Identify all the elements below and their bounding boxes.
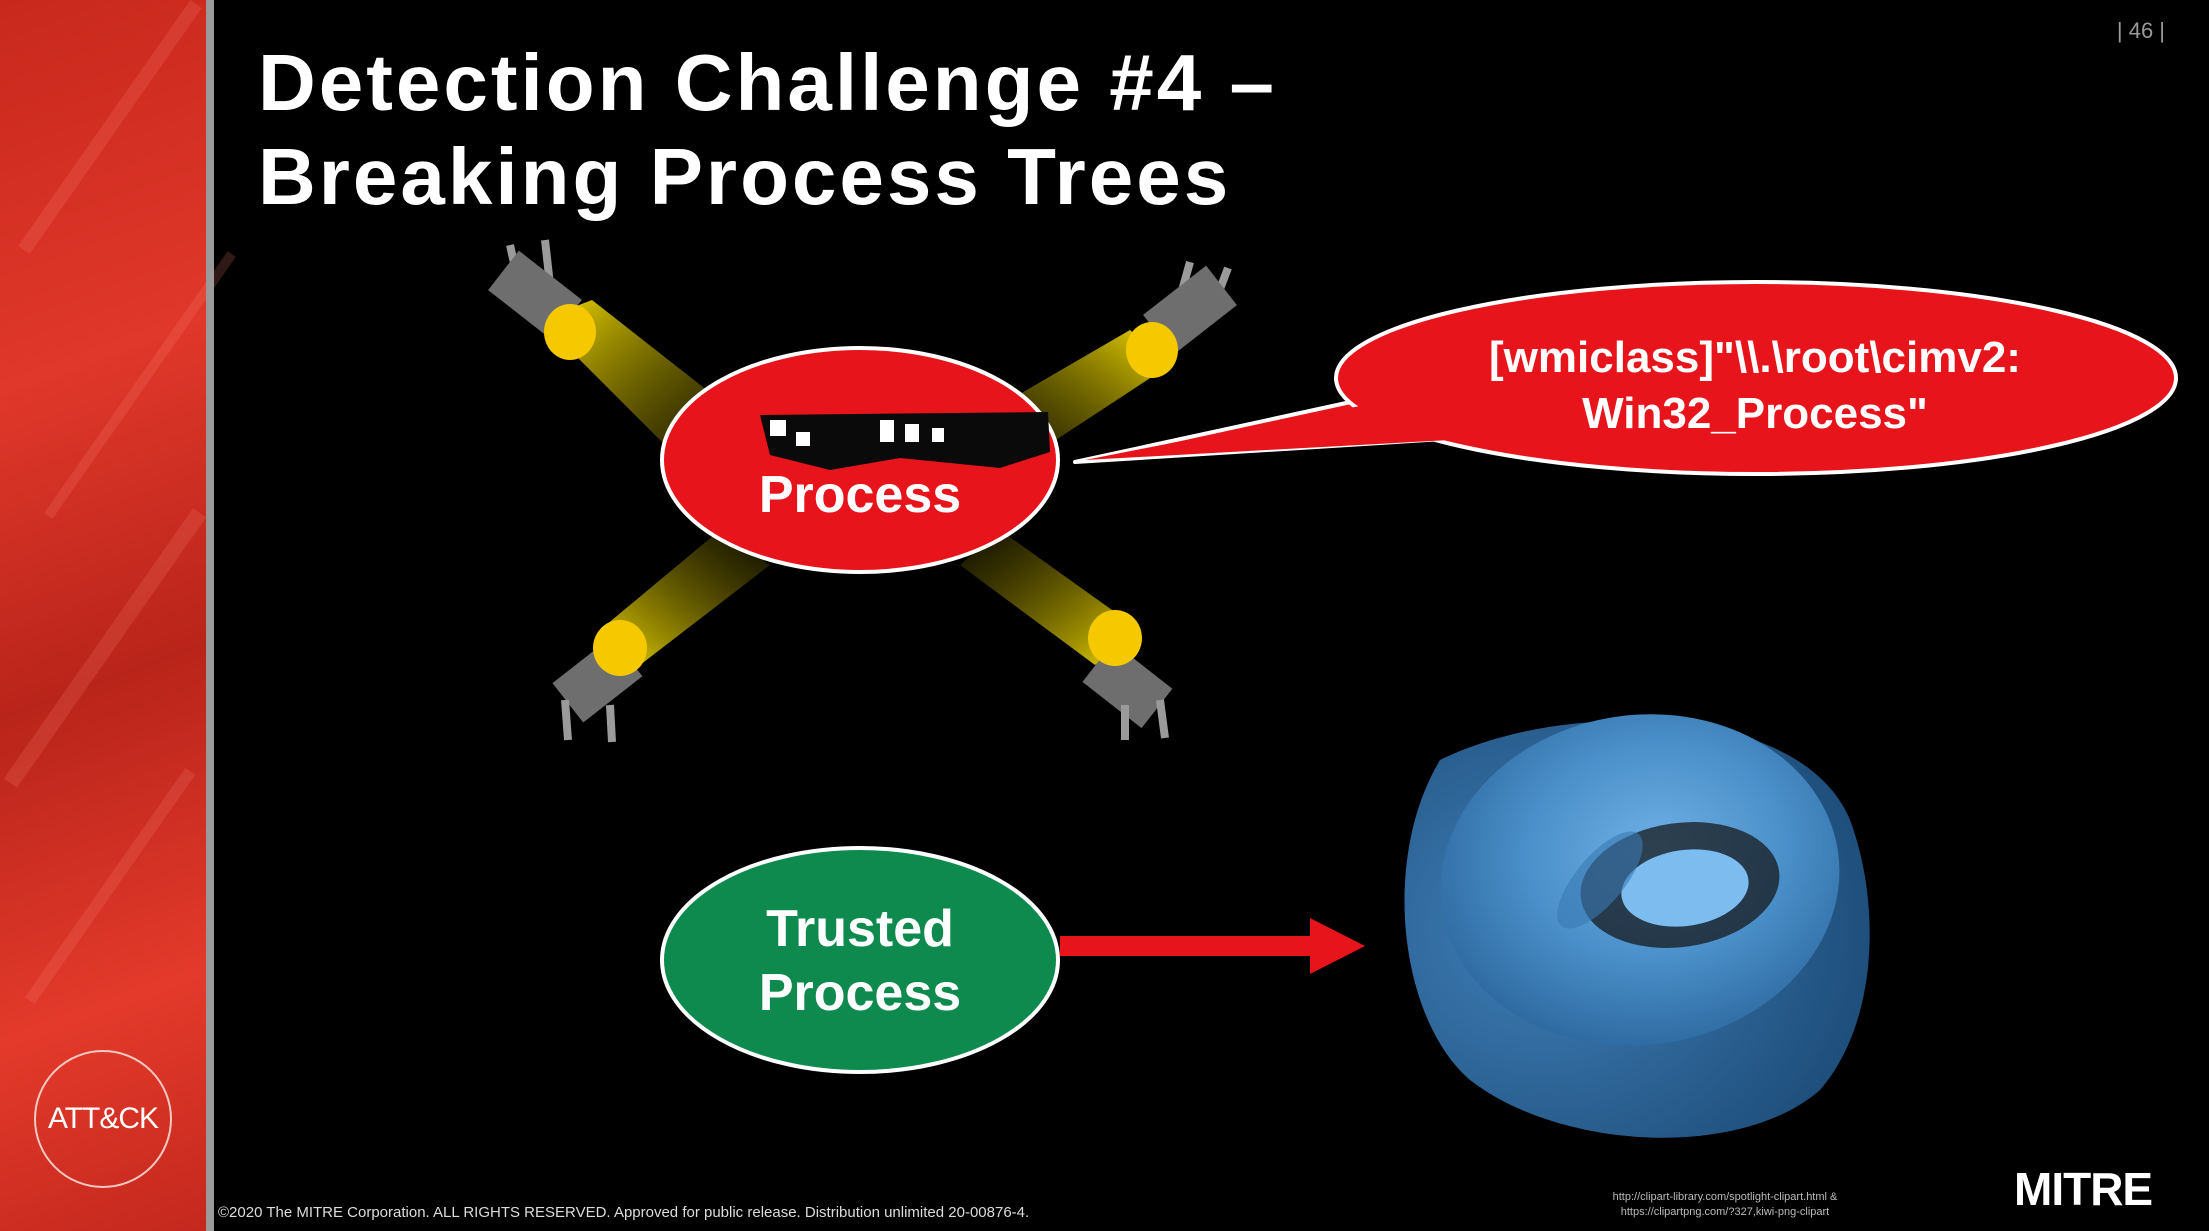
arrow-right-icon <box>1060 918 1365 974</box>
bubble-text: [wmiclass]"\\.\root\cimv2: Win32_Process… <box>1340 330 2170 442</box>
image-source-1: http://clipart-library.com/spotlight-cli… <box>1612 1191 1838 1203</box>
spotlight-icon-bottom-right <box>1082 610 1173 740</box>
spotlight-icon-top-right <box>1126 260 1237 378</box>
spotlight-beam-bottom-left <box>600 530 770 665</box>
kiwi-icon <box>1404 714 1870 1138</box>
page-number: | 46 | <box>2116 18 2165 43</box>
trusted-process-line-1: Trusted <box>766 900 954 958</box>
trusted-process-label: Trusted Process <box>700 897 1020 1025</box>
spotlight-icon-bottom-left <box>552 620 647 743</box>
sidebar-divider <box>206 0 214 1231</box>
redaction-mark <box>760 412 1050 470</box>
slide-title: Detection Challenge #4 – Breaking Proces… <box>258 36 1277 224</box>
trusted-process-line-2: Process <box>758 964 962 1022</box>
trusted-process-node <box>660 846 1060 1074</box>
bubble-line-1: [wmiclass]"\\.\root\cimv2: <box>1489 333 2021 382</box>
image-source-2: https://clipartpng.com/?327,kiwi-png-cli… <box>1620 1206 1830 1218</box>
spotlight-icon-top-left <box>488 239 596 360</box>
title-line-1: Detection Challenge #4 – <box>258 38 1277 127</box>
footer-copyright: ©2020 The MITRE Corporation. ALL RIGHTS … <box>218 1204 1030 1221</box>
sidebar: ATT&CK <box>0 0 236 1231</box>
attack-logo: ATT&CK <box>34 1050 172 1188</box>
mitre-logo: MITRE <box>2014 1163 2153 1215</box>
title-line-2: Breaking Process Trees <box>258 132 1232 221</box>
speech-bubble <box>1073 280 2178 476</box>
process-label: Process <box>758 466 962 524</box>
bubble-line-2: Win32_Process" <box>1582 389 1928 438</box>
image-sources: http://clipart-library.com/spotlight-cli… <box>1545 1190 1905 1220</box>
